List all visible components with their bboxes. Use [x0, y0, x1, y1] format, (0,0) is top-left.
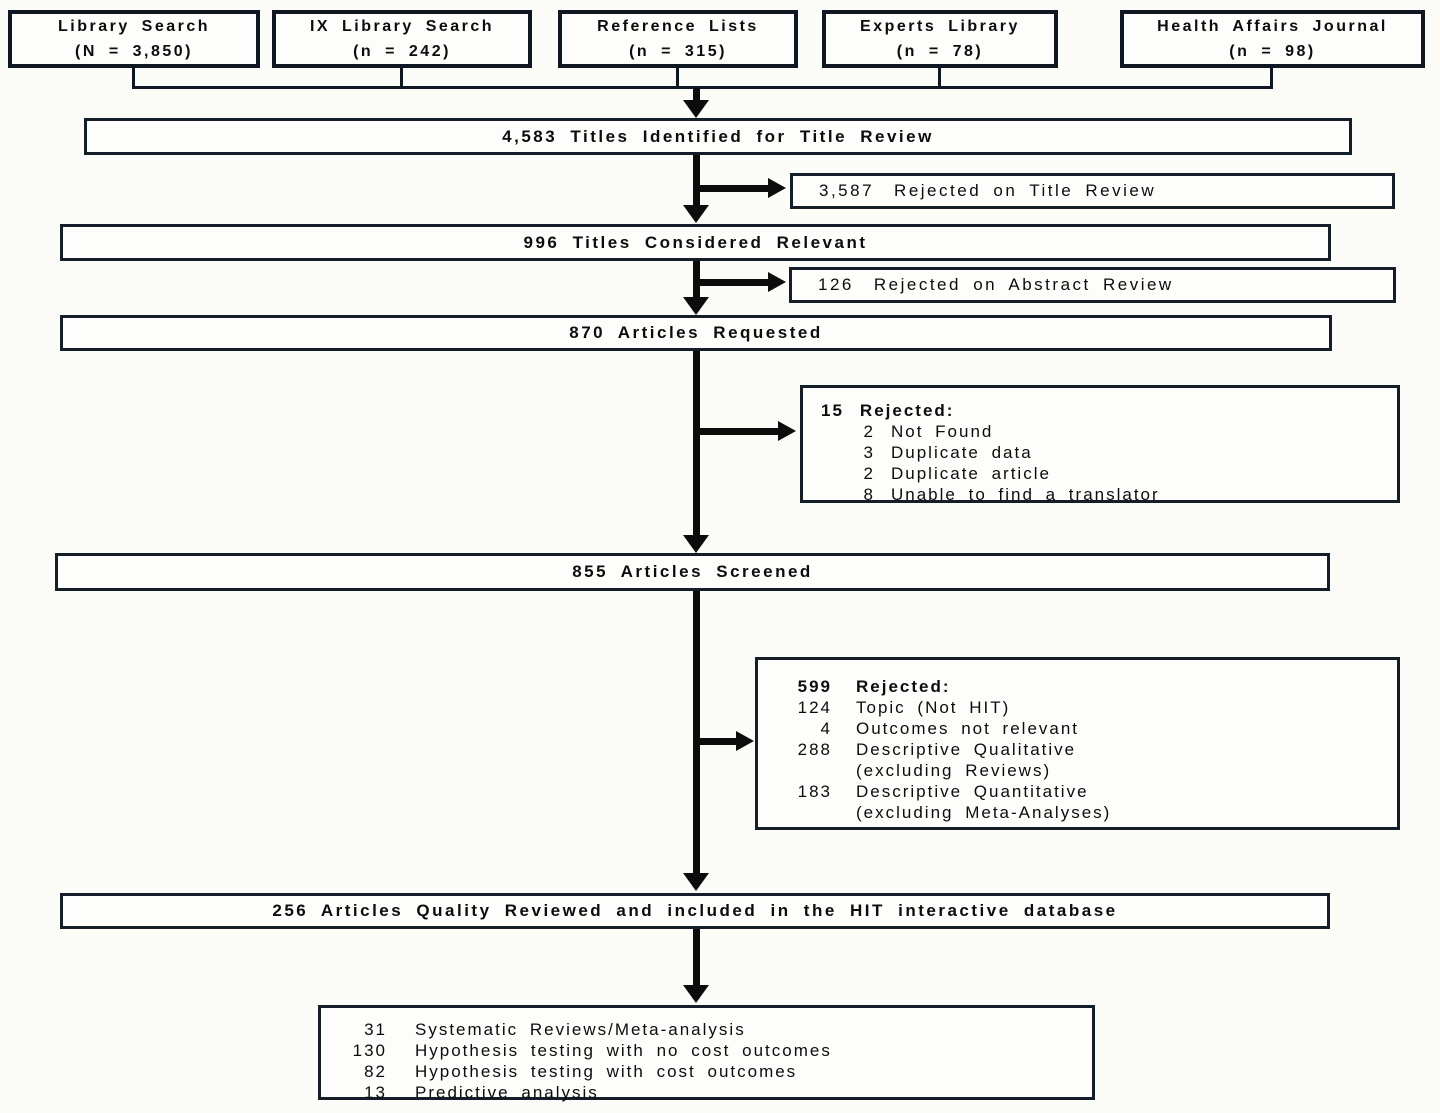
stage-label: 855 Articles Screened [572, 562, 813, 581]
source-box-library-search: Library Search (N = 3,850) [8, 10, 260, 68]
right-arrowhead-icon [768, 272, 786, 292]
connector-stub [676, 68, 679, 89]
source-title: Library Search [57, 18, 211, 35]
reject-item-continuation: (excluding Reviews) [856, 761, 1052, 780]
flow-arrow-line [693, 155, 700, 206]
stage-label: 996 Titles Considered Relevant [523, 232, 868, 252]
stage-label: 4,583 Titles Identified for Title Review [502, 126, 934, 146]
flow-arrow-line [693, 88, 700, 101]
right-arrowhead-icon [768, 178, 786, 198]
source-box-experts-library: Experts Library (n = 78) [822, 10, 1058, 68]
reject-box-title-review: 3,587 Rejected on Title Review [790, 173, 1395, 209]
source-title: Health Affairs Journal [1157, 18, 1388, 35]
source-title: Reference Lists [597, 18, 759, 35]
flow-arrow-line [693, 929, 700, 986]
down-arrowhead-icon [683, 535, 709, 553]
down-arrowhead-icon [683, 297, 709, 315]
reject-label: Rejected on Title Review [894, 181, 1157, 200]
stage-box-titles-relevant: 996 Titles Considered Relevant [60, 224, 1331, 261]
connector-stub [938, 68, 941, 89]
reject-label: Rejected: [859, 401, 955, 420]
reject-item-continuation: (excluding Meta-Analyses) [856, 803, 1112, 822]
down-arrowhead-icon [683, 100, 709, 118]
right-arrowhead-icon [736, 731, 754, 751]
connector-stub [400, 68, 403, 89]
source-title: IX Library Search [309, 18, 495, 35]
stage-label: 256 Articles Quality Reviewed and includ… [272, 901, 1118, 920]
connector-horizontal-rail [132, 86, 1273, 89]
stage-box-articles-screened: 855 Articles Screened [55, 553, 1330, 591]
branch-arrow-line [696, 428, 778, 435]
right-arrowhead-icon [778, 421, 796, 441]
reject-header: 15 Rejected: [803, 400, 1397, 421]
connector-stub [1270, 68, 1273, 89]
source-count: (n = 315) [629, 43, 727, 60]
connector-stub [132, 68, 135, 89]
reject-count: 126 [818, 275, 854, 294]
stage-box-quality-reviewed: 256 Articles Quality Reviewed and includ… [60, 893, 1330, 929]
reject-label: Rejected on Abstract Review [873, 275, 1174, 294]
reject-count: 15 [821, 401, 844, 420]
source-title: Experts Library [860, 18, 1020, 35]
source-count: (N = 3,850) [75, 43, 193, 60]
reject-count: 3,587 [819, 181, 875, 200]
stage-box-articles-requested: 870 Articles Requested [60, 315, 1332, 351]
down-arrowhead-icon [683, 985, 709, 1003]
source-box-reference-lists: Reference Lists (n = 315) [558, 10, 798, 68]
flow-arrow-line [693, 351, 700, 536]
source-count: (n = 242) [353, 43, 451, 60]
source-count: (n = 78) [896, 43, 984, 60]
source-box-health-affairs-journal: Health Affairs Journal (n = 98) [1120, 10, 1425, 68]
flow-arrow-line [693, 591, 700, 874]
reject-box-abstract-review: 126 Rejected on Abstract Review [789, 267, 1396, 303]
down-arrowhead-icon [683, 205, 709, 223]
source-count: (n = 98) [1229, 43, 1316, 60]
branch-arrow-line [696, 279, 768, 286]
branch-arrow-line [696, 738, 736, 745]
stage-box-titles-identified: 4,583 Titles Identified for Title Review [84, 118, 1352, 155]
stage-label: 870 Articles Requested [569, 323, 823, 342]
down-arrowhead-icon [683, 873, 709, 891]
branch-arrow-line [696, 185, 768, 192]
source-box-ix-library-search: IX Library Search (n = 242) [272, 10, 532, 68]
